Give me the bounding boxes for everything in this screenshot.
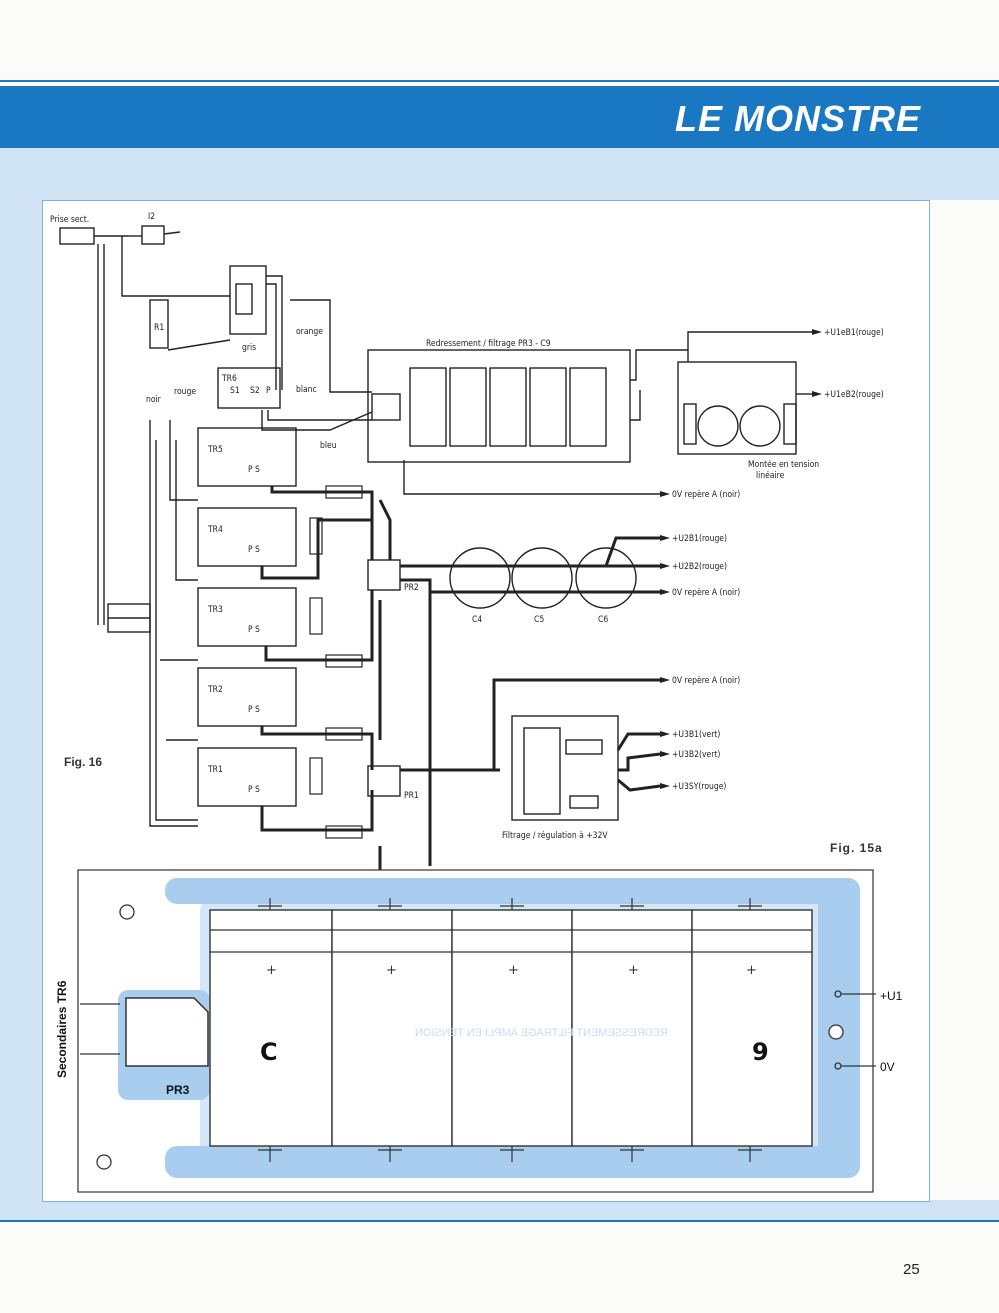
pcb-label-9: 9: [752, 1038, 769, 1066]
pcb-side-label: Secondaires TR6: [55, 980, 69, 1078]
label-pr1: PR1: [404, 791, 419, 801]
pcb-label-pr3: PR3: [166, 1083, 190, 1097]
label-montee: Montée en tension: [748, 459, 819, 470]
terminal: [309, 517, 323, 555]
label-rouge: rouge: [174, 387, 196, 397]
pcb-layout: + + + + +: [77, 869, 876, 1193]
label-noir: noir: [146, 395, 162, 405]
label-s1: S1: [230, 386, 240, 396]
label-c4: C4: [472, 615, 482, 625]
label-c6: C6: [598, 615, 608, 625]
label-redressement: Redressement / filtrage PR3 - C9: [426, 339, 551, 349]
header-band: [0, 86, 999, 148]
label-c5: C5: [534, 615, 544, 625]
page-header-title: LE MONSTRE: [674, 98, 921, 139]
label-i2: I2: [148, 212, 155, 222]
transformer-tr2: [197, 667, 297, 727]
svg-text:+: +: [746, 963, 757, 978]
label-orange: orange: [296, 327, 323, 337]
label-tr2: TR2: [207, 685, 223, 695]
transformer-tr5: [197, 427, 297, 487]
label-ps: P S: [248, 705, 260, 715]
output-label: 0V repère A (noir): [672, 587, 740, 598]
output-label: +U1eB1(rouge): [824, 328, 884, 338]
relay: [229, 265, 267, 335]
bridge-pr1: [367, 765, 401, 797]
label-p: P: [266, 386, 271, 396]
label-tr1: TR1: [207, 765, 223, 775]
label-lineaire: linéaire: [756, 470, 785, 481]
switch-i2: [141, 225, 165, 245]
board-regulation-32v: [511, 715, 619, 821]
transformer-tr3: [197, 587, 297, 647]
terminal: [309, 597, 323, 635]
resistor-r1: [149, 299, 169, 349]
transformer-tr4: [197, 507, 297, 567]
label-gris: gris: [242, 343, 256, 353]
page-number: 25: [903, 1261, 920, 1278]
output-label: +U2B2(rouge): [672, 562, 727, 572]
terminal: [309, 757, 323, 795]
label-ps: P S: [248, 545, 260, 555]
svg-text:+: +: [266, 963, 277, 978]
bridge-pr2: [367, 559, 401, 591]
label-filtrage: Filtrage / régulation à +32V: [502, 830, 608, 841]
terminal: [325, 727, 363, 741]
output-label: 0V repère A (noir): [672, 489, 740, 500]
pcb-label-c: C: [260, 1038, 278, 1066]
pcb-output-0v: 0V: [880, 1060, 895, 1074]
label-tr3: TR3: [207, 605, 223, 615]
figure-15a-caption: Fig. 15a: [830, 841, 883, 855]
transformer-tr1: [197, 747, 297, 807]
label-tr4: TR4: [207, 525, 223, 535]
svg-text:+: +: [386, 963, 397, 978]
svg-text:+: +: [508, 963, 519, 978]
label-prise-sect: Prise sect.: [50, 215, 89, 225]
label-bleu: bleu: [320, 441, 337, 451]
label-tr6: TR6: [221, 374, 237, 384]
pcb-mirrored-text: REDRESSEMENT FILTRAGE AMPLI EN TENSION: [415, 1027, 668, 1039]
terminal: [325, 654, 363, 668]
label-ps: P S: [248, 465, 260, 475]
label-pr2: PR2: [404, 583, 419, 593]
label-ps: P S: [248, 785, 260, 795]
capacitor-c4: [449, 547, 511, 609]
label-s2: S2: [250, 386, 260, 396]
terminal: [325, 485, 363, 499]
output-label: +U3B1(vert): [672, 730, 720, 740]
mains-plug: [59, 227, 95, 245]
capacitor-c6: [575, 547, 637, 609]
output-label: +U3SY(rouge): [672, 782, 726, 792]
bottom-rule: [0, 1220, 999, 1222]
light-band: [0, 148, 999, 200]
pcb-output-u1: +U1: [880, 989, 903, 1003]
output-label: +U2B1(rouge): [672, 534, 727, 544]
transformer-tr6: [217, 367, 281, 409]
output-label: +U1eB2(rouge): [824, 390, 884, 400]
figure-16-caption: Fig. 16: [64, 755, 103, 769]
bottom-band: [0, 1200, 999, 1220]
label-ps: P S: [248, 625, 260, 635]
label-tr5: TR5: [207, 445, 223, 455]
board-pr3-c9: [367, 349, 631, 463]
terminal: [325, 825, 363, 839]
label-r1: R1: [154, 323, 164, 333]
top-rule: [0, 80, 999, 82]
output-label: +U3B2(vert): [672, 750, 720, 760]
left-margin-band: [0, 200, 42, 1220]
output-label: 0V repère A (noir): [672, 675, 740, 686]
label-blanc: blanc: [296, 385, 317, 395]
capacitor-c5: [511, 547, 573, 609]
svg-text:+: +: [628, 963, 639, 978]
